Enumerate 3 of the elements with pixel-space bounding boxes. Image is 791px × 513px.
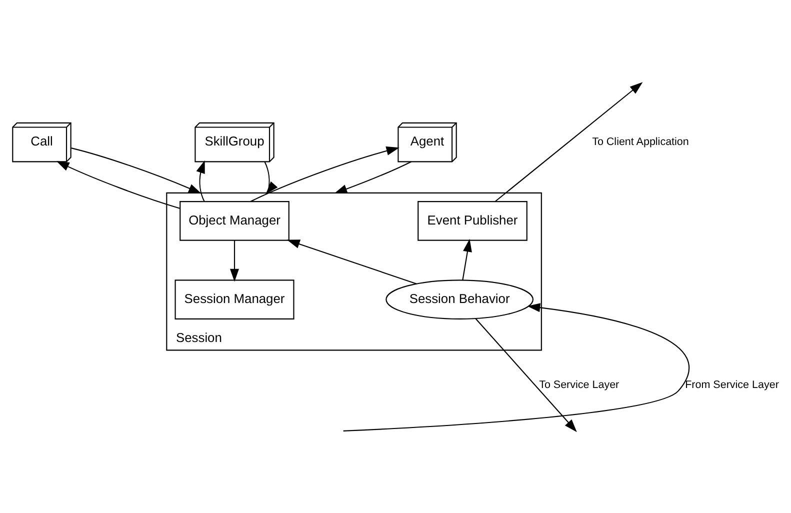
edge-label: To Client Application (592, 136, 689, 148)
edge-label: To Service Layer (539, 378, 620, 390)
edge-label: From Service Layer (685, 378, 779, 390)
